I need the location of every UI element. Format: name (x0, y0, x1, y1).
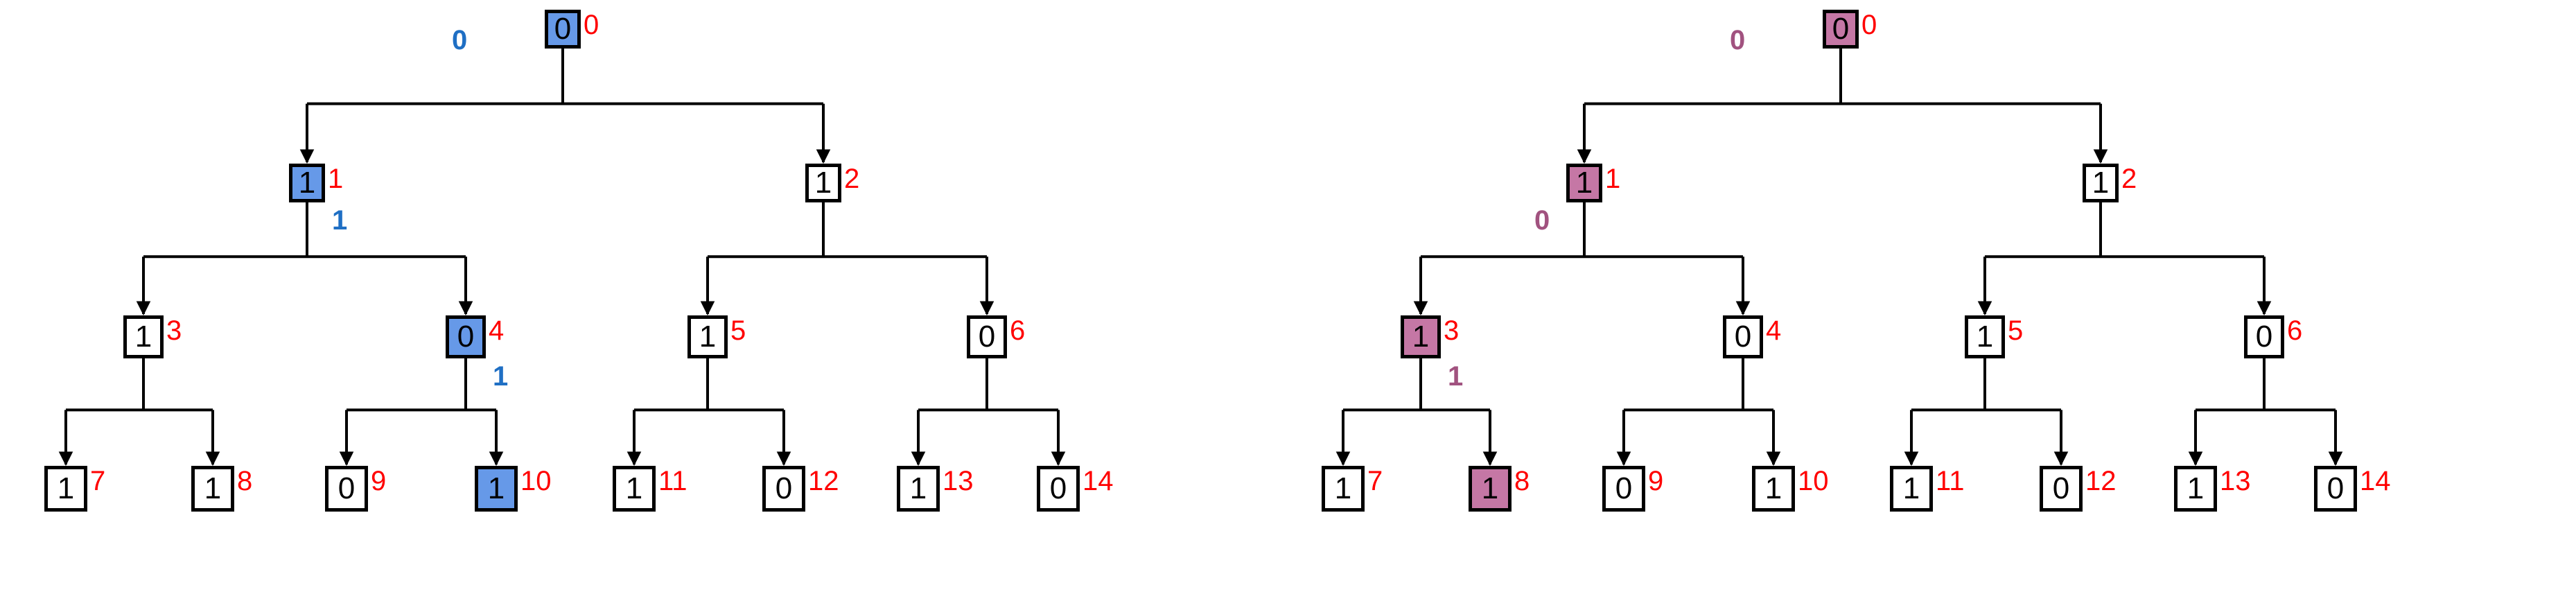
tree-node-6[interactable]: 0 (2244, 315, 2284, 358)
tree-node-3[interactable]: 1 (1401, 315, 1441, 358)
node-index-label-6: 6 (1010, 315, 1026, 346)
node-index-label-1: 1 (1605, 164, 1621, 194)
node-index-label-6: 6 (2287, 315, 2303, 346)
tree-node-9[interactable]: 0 (1602, 466, 1645, 512)
tree-node-2[interactable]: 1 (805, 164, 841, 202)
edge-label-L-e0: 0 (452, 25, 468, 55)
tree-node-14[interactable]: 0 (1037, 466, 1080, 512)
edge-label-L-e2: 1 (493, 361, 509, 392)
tree-node-7[interactable]: 1 (1322, 466, 1365, 512)
edge-label-R-e0: 0 (1730, 25, 1746, 55)
node-index-label-14: 14 (2360, 466, 2391, 496)
tree-node-2[interactable]: 1 (2083, 164, 2119, 202)
tree-node-8[interactable]: 1 (1469, 466, 1512, 512)
tree-node-14[interactable]: 0 (2314, 466, 2357, 512)
tree-node-13[interactable]: 1 (2174, 466, 2217, 512)
tree-node-0[interactable]: 0 (1823, 10, 1859, 49)
edge-label-L-e1: 1 (332, 205, 348, 236)
tree-node-11[interactable]: 1 (1890, 466, 1933, 512)
node-index-label-2: 2 (844, 164, 860, 194)
node-index-label-12: 12 (808, 466, 839, 496)
tree-node-10[interactable]: 1 (475, 466, 518, 512)
node-index-label-10: 10 (520, 466, 552, 496)
tree-node-0[interactable]: 0 (545, 10, 581, 49)
node-index-label-7: 7 (1367, 466, 1383, 496)
node-index-label-5: 5 (2008, 315, 2024, 346)
tree-node-8[interactable]: 1 (191, 466, 234, 512)
edge-label-R-e2: 1 (1448, 361, 1464, 392)
node-index-label-3: 3 (166, 315, 182, 346)
node-index-label-2: 2 (2121, 164, 2137, 194)
tree-node-6[interactable]: 0 (967, 315, 1007, 358)
tree-node-12[interactable]: 0 (2040, 466, 2083, 512)
node-index-label-9: 9 (371, 466, 387, 496)
node-index-label-10: 10 (1798, 466, 1829, 496)
node-index-label-12: 12 (2085, 466, 2117, 496)
node-index-label-0: 0 (584, 10, 599, 40)
node-index-label-14: 14 (1083, 466, 1114, 496)
node-index-label-13: 13 (2220, 466, 2251, 496)
tree-node-3[interactable]: 1 (123, 315, 164, 358)
tree-node-5[interactable]: 1 (687, 315, 728, 358)
node-index-label-4: 4 (489, 315, 505, 346)
tree-node-13[interactable]: 1 (897, 466, 940, 512)
node-index-label-8: 8 (237, 466, 253, 496)
node-index-label-7: 7 (90, 466, 106, 496)
tree-node-7[interactable]: 1 (44, 466, 87, 512)
node-index-label-13: 13 (943, 466, 974, 496)
tree-node-5[interactable]: 1 (1965, 315, 2005, 358)
tree-node-4[interactable]: 0 (1723, 315, 1763, 358)
node-index-label-0: 0 (1861, 10, 1877, 40)
node-index-label-5: 5 (730, 315, 746, 346)
tree-node-1[interactable]: 1 (289, 164, 325, 202)
tree-node-9[interactable]: 0 (325, 466, 368, 512)
tree-node-12[interactable]: 0 (762, 466, 805, 512)
tree-node-1[interactable]: 1 (1566, 164, 1602, 202)
node-index-label-8: 8 (1514, 466, 1530, 496)
node-index-label-9: 9 (1648, 466, 1664, 496)
node-index-label-1: 1 (328, 164, 344, 194)
node-index-label-11: 11 (658, 466, 687, 496)
node-index-label-11: 11 (1936, 466, 1965, 496)
tree-node-10[interactable]: 1 (1752, 466, 1795, 512)
node-index-label-4: 4 (1766, 315, 1782, 346)
node-index-label-3: 3 (1444, 315, 1460, 346)
tree-node-11[interactable]: 1 (613, 466, 656, 512)
edge-label-R-e1: 0 (1534, 205, 1550, 236)
tree-node-4[interactable]: 0 (446, 315, 486, 358)
